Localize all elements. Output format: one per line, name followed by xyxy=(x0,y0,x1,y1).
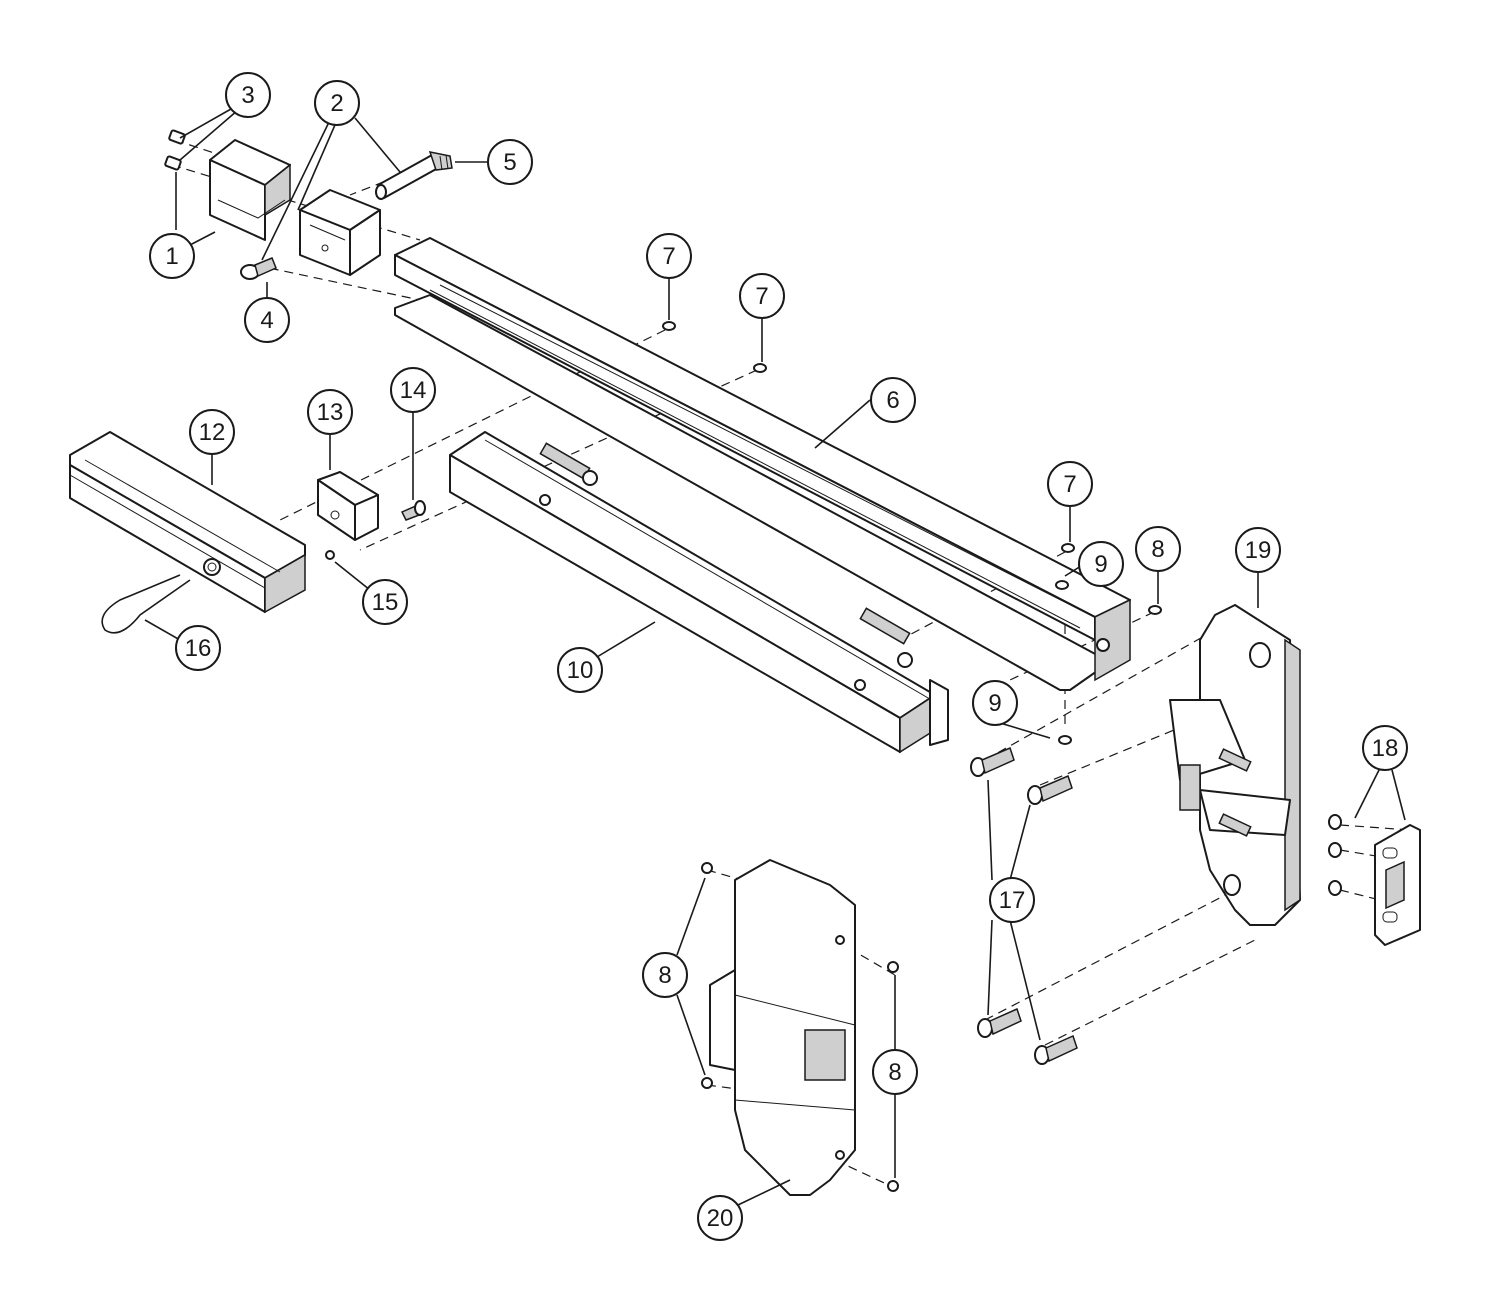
part-screws-small xyxy=(164,129,277,280)
callout-9-a: 9 xyxy=(1078,541,1124,587)
part-end-cap xyxy=(209,139,291,241)
callout-8-b: 8 xyxy=(642,952,688,998)
part-main-channel xyxy=(394,237,1131,691)
svg-text:8: 8 xyxy=(888,1059,901,1086)
svg-text:19: 19 xyxy=(1245,537,1272,564)
part-wire-pin xyxy=(101,574,191,634)
callout-7-b: 7 xyxy=(739,273,785,319)
callout-9-b: 9 xyxy=(972,680,1018,726)
svg-text:6: 6 xyxy=(886,387,899,414)
callout-balloons: 1 2 3 4 5 6 7 7 7 8 8 8 9 9 10 12 13 14 … xyxy=(149,72,1408,1241)
part-cover xyxy=(701,859,899,1196)
callout-20: 20 xyxy=(697,1195,743,1241)
part-pin-and-ring xyxy=(325,500,426,560)
leader-lines xyxy=(144,104,1406,1206)
callout-1: 1 xyxy=(149,233,195,279)
callout-6: 6 xyxy=(870,377,916,423)
svg-text:13: 13 xyxy=(317,399,344,426)
callout-7-c: 7 xyxy=(1047,461,1093,507)
part-mechanism-chassis xyxy=(449,431,949,754)
svg-text:14: 14 xyxy=(400,377,427,404)
callout-10: 10 xyxy=(557,647,603,693)
svg-text:12: 12 xyxy=(199,419,226,446)
svg-text:2: 2 xyxy=(330,90,343,117)
part-bracket xyxy=(299,189,381,276)
callout-16: 16 xyxy=(175,625,221,671)
part-latch-body xyxy=(1169,604,1301,926)
svg-text:5: 5 xyxy=(503,149,516,176)
svg-text:1: 1 xyxy=(165,243,178,270)
part-strike-plate xyxy=(1328,814,1421,946)
callout-19: 19 xyxy=(1235,527,1281,573)
svg-text:9: 9 xyxy=(988,690,1001,717)
part-screws-channel xyxy=(662,321,1162,745)
part-end-channel xyxy=(69,431,306,614)
svg-text:18: 18 xyxy=(1372,735,1399,762)
part-sleeve xyxy=(375,151,453,200)
callout-4: 4 xyxy=(244,297,290,343)
callout-8-c: 8 xyxy=(872,1049,918,1095)
part-clip xyxy=(317,471,379,541)
callout-15: 15 xyxy=(362,579,408,625)
callout-12: 12 xyxy=(189,409,235,455)
svg-text:7: 7 xyxy=(662,243,675,270)
callout-14: 14 xyxy=(390,367,436,413)
callout-13: 13 xyxy=(307,389,353,435)
callout-8-a: 8 xyxy=(1135,526,1181,572)
svg-text:20: 20 xyxy=(707,1205,734,1232)
callout-7-a: 7 xyxy=(646,233,692,279)
callout-2: 2 xyxy=(314,80,360,126)
svg-text:7: 7 xyxy=(755,283,768,310)
callout-18: 18 xyxy=(1362,725,1408,771)
svg-text:15: 15 xyxy=(372,589,399,616)
svg-text:10: 10 xyxy=(567,657,594,684)
svg-text:8: 8 xyxy=(1151,536,1164,563)
svg-text:17: 17 xyxy=(999,887,1026,914)
svg-text:4: 4 xyxy=(260,307,273,334)
callout-5: 5 xyxy=(487,139,533,185)
callout-17: 17 xyxy=(989,877,1035,923)
callout-3: 3 xyxy=(225,72,271,118)
svg-text:16: 16 xyxy=(185,635,212,662)
svg-text:8: 8 xyxy=(658,962,671,989)
svg-text:9: 9 xyxy=(1094,551,1107,578)
svg-text:7: 7 xyxy=(1063,471,1076,498)
svg-text:3: 3 xyxy=(241,82,254,109)
part-long-screws xyxy=(970,746,1078,1065)
